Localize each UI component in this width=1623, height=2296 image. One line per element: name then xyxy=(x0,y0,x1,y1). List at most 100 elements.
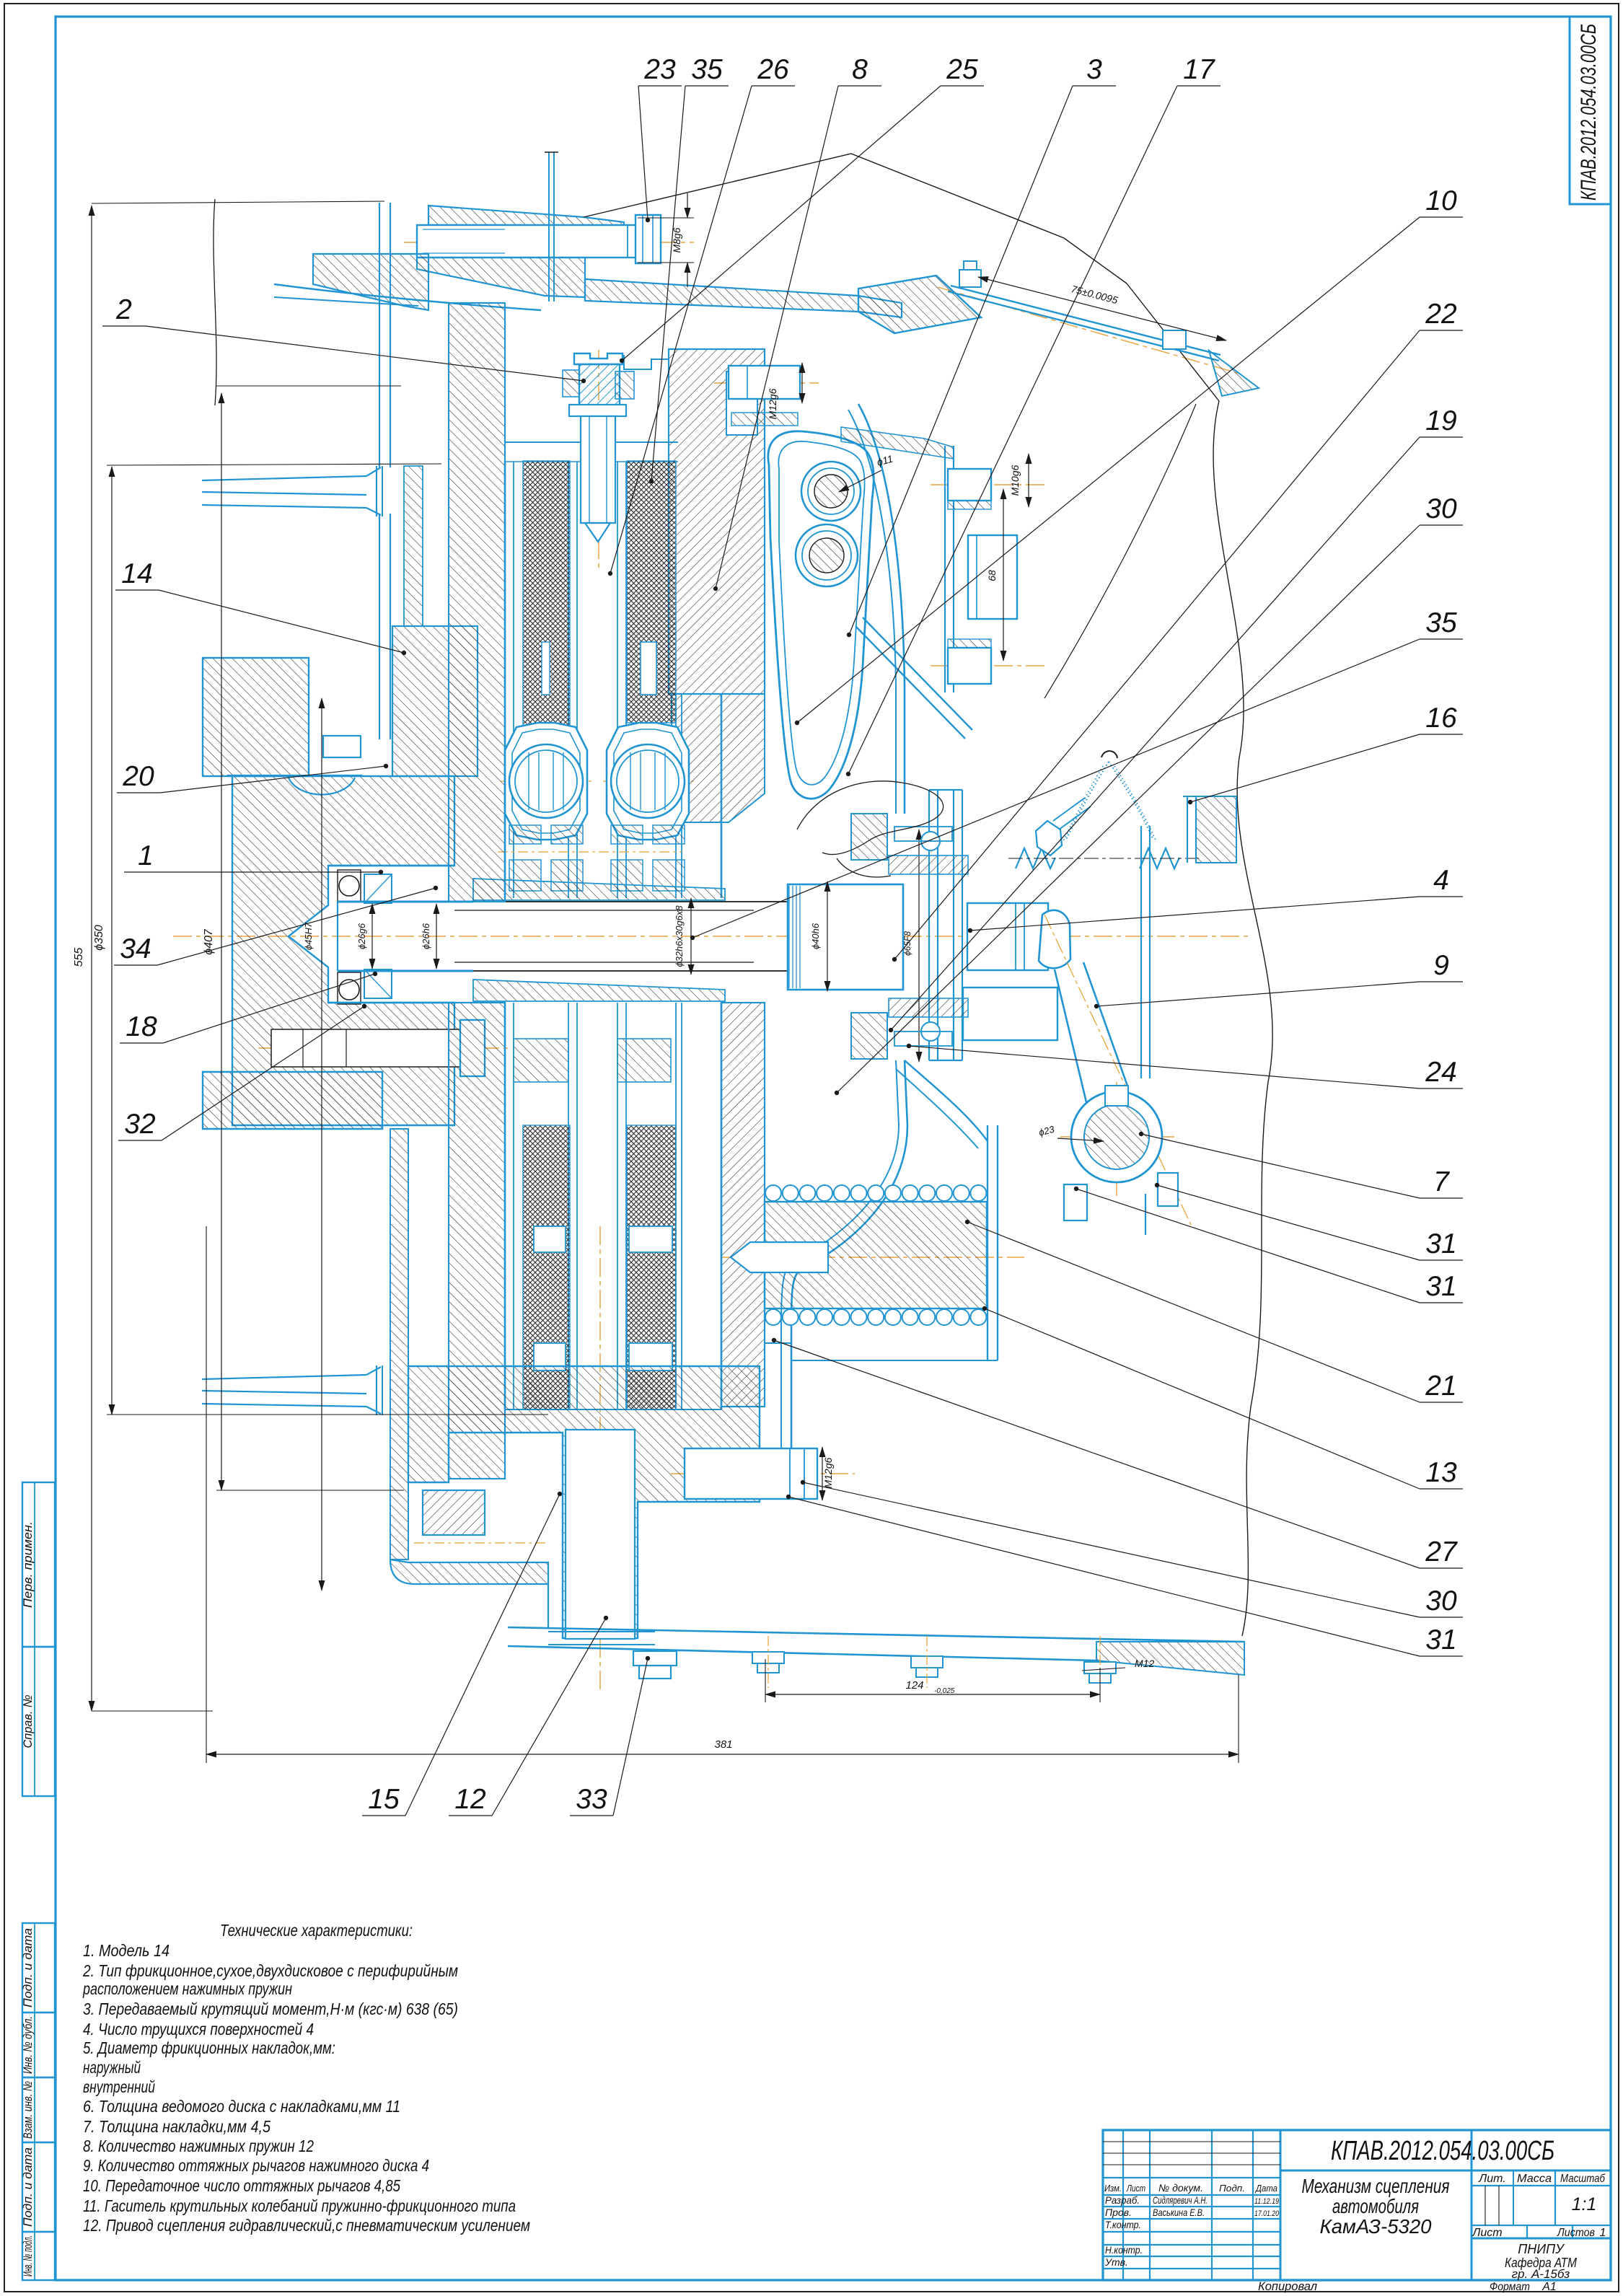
svg-text:13: 13 xyxy=(1425,1457,1457,1488)
svg-text:Лит.: Лит. xyxy=(1478,2173,1505,2185)
svg-text:27: 27 xyxy=(1425,1536,1458,1567)
svg-text:9: 9 xyxy=(1433,950,1449,981)
svg-text:26: 26 xyxy=(757,54,789,85)
svg-text:Масштаб: Масштаб xyxy=(1560,2173,1606,2185)
svg-text:11. Гаситель крутильных колеба: 11. Гаситель крутильных колебаний пружин… xyxy=(83,2196,516,2215)
svg-text:35: 35 xyxy=(691,54,723,85)
svg-text:20: 20 xyxy=(122,761,154,792)
svg-text:30: 30 xyxy=(1425,1585,1457,1617)
svg-text:5. Диаметр фрикционных накладо: 5. Диаметр фрикционных накладок,мм: xyxy=(83,2038,335,2057)
svg-text:М12g6: М12g6 xyxy=(822,1457,834,1488)
svg-text:10: 10 xyxy=(1425,185,1457,216)
svg-text:Справ. №: Справ. № xyxy=(21,1695,35,1749)
svg-text:Подп.: Подп. xyxy=(1219,2183,1245,2194)
svg-text:3: 3 xyxy=(1086,54,1102,85)
svg-text:ϕ23: ϕ23 xyxy=(1037,1123,1056,1138)
svg-text:11.12.19: 11.12.19 xyxy=(1254,2197,1279,2206)
svg-text:2: 2 xyxy=(115,294,132,325)
svg-text:17.01.20: 17.01.20 xyxy=(1254,2209,1280,2218)
svg-text:ϕ32h6x30g6x8: ϕ32h6x30g6x8 xyxy=(674,905,685,967)
svg-text:2. Тип фрикционное,сухое,двухд: 2. Тип фрикционное,сухое,двухдисковое с … xyxy=(82,1961,458,1980)
svg-text:ϕ45H7: ϕ45H7 xyxy=(303,922,314,950)
svg-text:16: 16 xyxy=(1425,703,1457,734)
svg-text:Лист: Лист xyxy=(1126,2183,1145,2194)
svg-text:Дата: Дата xyxy=(1254,2183,1277,2194)
svg-text:№ докум.: № докум. xyxy=(1158,2182,1203,2194)
svg-text:КамАЗ-5320: КамАЗ-5320 xyxy=(1320,2215,1432,2238)
svg-text:Утв.: Утв. xyxy=(1104,2256,1128,2268)
svg-text:30: 30 xyxy=(1425,493,1457,524)
svg-text:34: 34 xyxy=(120,933,151,964)
svg-text:наружный: наружный xyxy=(83,2058,141,2077)
svg-text:Кафедра АТМ: Кафедра АТМ xyxy=(1505,2256,1577,2270)
svg-text:ϕ11: ϕ11 xyxy=(876,453,894,468)
svg-text:10. Передаточное число оттяжны: 10. Передаточное число оттяжных рычагов … xyxy=(83,2176,400,2195)
svg-text:8. Количество нажимных пружин: 8. Количество нажимных пружин 12 xyxy=(83,2137,314,2155)
svg-text:М8g6: М8g6 xyxy=(671,227,682,252)
svg-text:Формат: Формат xyxy=(1490,2281,1530,2293)
svg-text:ϕ26g6: ϕ26g6 xyxy=(356,923,367,949)
svg-text:9. Количество оттяжных рычагов: 9. Количество оттяжных рычагов нажимного… xyxy=(83,2156,429,2175)
svg-text:Взам. инв. №: Взам. инв. № xyxy=(21,2081,35,2139)
svg-text:12. Привод сцепления гидравлич: 12. Привод сцепления гидравлический,с пн… xyxy=(83,2216,530,2235)
svg-text:Инв. № подл.: Инв. № подл. xyxy=(21,2235,35,2277)
svg-text:7. Толщина накладки,мм 4,5: 7. Толщина накладки,мм 4,5 xyxy=(83,2117,270,2136)
svg-text:Пров.: Пров. xyxy=(1105,2207,1132,2218)
svg-text:Разраб.: Разраб. xyxy=(1105,2194,1140,2206)
svg-text:35: 35 xyxy=(1425,607,1457,638)
svg-text:32: 32 xyxy=(124,1109,156,1140)
svg-text:21: 21 xyxy=(1425,1371,1456,1402)
svg-text:Технические характеристики:: Технические характеристики: xyxy=(220,1921,413,1940)
svg-text:расположением нажимных пружин: расположением нажимных пружин xyxy=(82,1979,292,1998)
svg-text:Изм.: Изм. xyxy=(1104,2183,1122,2194)
svg-text:Подп. и дата: Подп. и дата xyxy=(21,1928,35,2007)
svg-text:1. Модель 14: 1. Модель 14 xyxy=(83,1941,170,1960)
svg-text:КПАВ.2012.054.03.00СБ: КПАВ.2012.054.03.00СБ xyxy=(1577,24,1601,201)
svg-text:31: 31 xyxy=(1425,1624,1456,1655)
svg-text:17: 17 xyxy=(1183,54,1215,85)
svg-text:124: 124 xyxy=(905,1679,923,1692)
svg-text:Масса: Масса xyxy=(1517,2173,1552,2185)
svg-text:Механизм сцепления: Механизм сцепления xyxy=(1302,2175,1450,2197)
svg-text:ϕ350: ϕ350 xyxy=(93,925,105,951)
svg-text:15: 15 xyxy=(368,1784,400,1815)
svg-text:25: 25 xyxy=(946,54,978,85)
svg-text:8: 8 xyxy=(852,54,868,85)
svg-text:381: 381 xyxy=(714,1738,732,1751)
svg-text:14: 14 xyxy=(121,558,152,589)
svg-text:М10g6: М10g6 xyxy=(1009,465,1021,496)
svg-text:4. Число трущихся поверхностей: 4. Число трущихся поверхностей 4 xyxy=(83,2020,314,2038)
svg-text:внутренний: внутренний xyxy=(83,2077,155,2096)
svg-text:1:1: 1:1 xyxy=(1572,2194,1597,2214)
svg-text:19: 19 xyxy=(1425,405,1456,436)
svg-text:Сидляревич А.Н.: Сидляревич А.Н. xyxy=(1153,2194,1208,2206)
svg-text:Копировал: Копировал xyxy=(1258,2279,1317,2293)
svg-text:31: 31 xyxy=(1425,1228,1456,1259)
svg-text:555: 555 xyxy=(73,948,85,967)
svg-text:ПНИПУ: ПНИПУ xyxy=(1518,2242,1565,2256)
svg-text:М12g6: М12g6 xyxy=(767,388,778,419)
svg-text:ϕ407: ϕ407 xyxy=(203,928,215,955)
svg-text:ϕ26h6: ϕ26h6 xyxy=(421,923,431,949)
svg-text:4: 4 xyxy=(1433,865,1449,896)
svg-text:КПАВ.2012.054.03.00СБ: КПАВ.2012.054.03.00СБ xyxy=(1331,2136,1554,2166)
svg-text:1: 1 xyxy=(138,840,154,871)
svg-text:33: 33 xyxy=(576,1784,607,1815)
svg-text:гр. А-15бз: гр. А-15бз xyxy=(1512,2267,1570,2281)
svg-text:3. Передаваемый крутящий момен: 3. Передаваемый крутящий момент,Н·м (кгс… xyxy=(83,2000,458,2018)
svg-text:А1: А1 xyxy=(1541,2281,1557,2293)
svg-text:1: 1 xyxy=(1600,2227,1606,2239)
svg-text:Подп. и дата: Подп. и дата xyxy=(21,2147,35,2227)
svg-text:ϕ40h6: ϕ40h6 xyxy=(810,923,821,949)
svg-text:Т.контр.: Т.контр. xyxy=(1105,2219,1141,2230)
svg-text:18: 18 xyxy=(126,1011,157,1042)
svg-text:Инв. № дубл.: Инв. № дубл. xyxy=(21,2016,35,2074)
svg-text:22: 22 xyxy=(1425,299,1457,330)
svg-text:-0,025: -0,025 xyxy=(934,1687,955,1695)
svg-text:31: 31 xyxy=(1425,1271,1456,1302)
svg-text:68: 68 xyxy=(986,570,998,581)
svg-text:М12: М12 xyxy=(1135,1658,1154,1669)
svg-text:Листов: Листов xyxy=(1557,2227,1595,2239)
svg-text:Васькина Е.В.: Васькина Е.В. xyxy=(1153,2207,1205,2218)
svg-text:автомобиля: автомобиля xyxy=(1332,2195,1419,2217)
